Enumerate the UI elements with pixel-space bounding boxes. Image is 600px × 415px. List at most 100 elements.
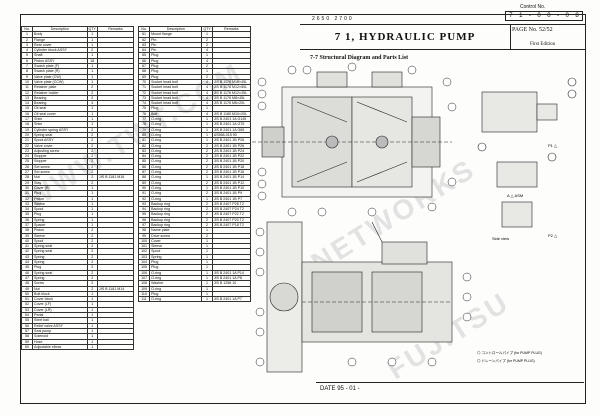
cell-qty: 2 bbox=[86, 179, 98, 186]
control-no-label: Control No. bbox=[520, 4, 546, 10]
cell-qty: 1 bbox=[201, 253, 213, 261]
cell-remarks: JIS B 1176 M16×45L bbox=[211, 78, 252, 86]
cell-qty: 1 bbox=[86, 68, 98, 75]
cell-qty: 2 bbox=[201, 200, 213, 208]
header-code: 2700 bbox=[334, 16, 354, 22]
cell-qty: 1 bbox=[86, 195, 98, 202]
table-header-row: No. Description QTY Remarks bbox=[20, 25, 135, 33]
cell-no: 84 bbox=[137, 153, 151, 160]
cell-qty: 2 bbox=[201, 206, 213, 213]
cell-qty: 2 bbox=[201, 41, 213, 49]
cell-no: 86 bbox=[137, 163, 151, 171]
cell-qty: 2 bbox=[201, 163, 213, 171]
cell-qty: 2 bbox=[201, 73, 213, 80]
cell-no: 71 bbox=[137, 84, 151, 91]
cell-qty: 2 bbox=[86, 158, 98, 165]
cell-remarks: JIS B 2407 P22 T2 bbox=[211, 211, 252, 218]
cell-qty: 1 bbox=[86, 121, 98, 128]
cell-qty: 1 bbox=[201, 248, 213, 255]
cell-no: 79 bbox=[137, 126, 151, 133]
callout-group-top bbox=[257, 62, 457, 217]
cell-qty: 1 bbox=[86, 211, 98, 218]
cell-description: O-ring bbox=[149, 296, 203, 303]
cell-no: 88 bbox=[137, 174, 151, 181]
cell-remarks: JIS B 2401 1B P22 bbox=[211, 153, 252, 160]
control-digit: 8 bbox=[575, 13, 579, 19]
cell-remarks: JIS B 2401 1B P24 bbox=[211, 147, 252, 155]
cell-remarks: JIS B 2401 1A P8 bbox=[211, 274, 252, 282]
cell-qty: 2 bbox=[201, 147, 213, 155]
cell-remarks: JIS B 2401 1A G75 bbox=[211, 121, 252, 128]
cell-qty: 1 bbox=[86, 216, 98, 224]
cell-qty: 1 bbox=[201, 31, 213, 38]
cell-qty: 2 bbox=[86, 147, 98, 155]
cell-qty: 2 bbox=[86, 274, 98, 282]
cell-qty: 4 bbox=[201, 57, 213, 65]
diagram-label: P2 △ bbox=[548, 233, 558, 238]
cell-qty: 2 bbox=[201, 36, 213, 43]
col-header-qty: QTY bbox=[86, 25, 98, 33]
cell-qty: 2 bbox=[201, 158, 213, 165]
col-header-no: No. bbox=[137, 25, 151, 33]
cell-no: 101 bbox=[137, 243, 151, 250]
cell-no: 94 bbox=[137, 206, 151, 213]
cell-qty: 2 bbox=[86, 227, 98, 234]
cell-remarks: JIS B 2407 P18 T2 bbox=[211, 221, 252, 229]
cell-remarks: JIS B 2401 1B P12 bbox=[211, 179, 252, 186]
cell-qty: 1 bbox=[201, 116, 213, 123]
cell-qty: 2 bbox=[86, 259, 98, 266]
diagram-label: A △ ASM bbox=[507, 193, 523, 198]
cell-qty: 2 bbox=[201, 216, 213, 224]
cell-qty: 1 bbox=[201, 290, 213, 298]
cell-qty: 2 bbox=[86, 163, 98, 171]
cell-qty: 1 bbox=[201, 121, 213, 128]
cell-remarks: JIS B 2401 1A P7 bbox=[211, 296, 252, 303]
cell-qty: 4 bbox=[201, 78, 213, 86]
cell-qty: 1 bbox=[86, 31, 98, 38]
header-divider bbox=[300, 24, 586, 25]
cell-qty: 1 bbox=[86, 296, 98, 303]
col-header-remarks: Remarks bbox=[211, 25, 252, 33]
cell-qty: 1 bbox=[86, 317, 98, 324]
cell-no: 104 bbox=[137, 259, 151, 266]
cell-remarks: JIS B 1176 M8×45L bbox=[211, 94, 252, 102]
cell-no: 95 bbox=[137, 211, 151, 218]
cell-remarks: JIS B 1256 10 bbox=[211, 280, 252, 287]
cell-no: 61 bbox=[137, 31, 151, 38]
cell-no: 70 bbox=[137, 78, 151, 86]
cell-qty: 1 bbox=[86, 41, 98, 49]
cell-qty: 2 bbox=[86, 264, 98, 271]
cell-no: 76 bbox=[137, 110, 151, 118]
cell-qty: 4 bbox=[86, 100, 98, 107]
cell-no: 103 bbox=[137, 253, 151, 261]
cell-qty: 1 bbox=[201, 237, 213, 245]
cell-no: 108 bbox=[137, 280, 151, 287]
cell-remarks: AS568-015 90 bbox=[211, 131, 252, 139]
date-field: DATE 95 - 01 - bbox=[320, 386, 360, 392]
cell-no: 100 bbox=[137, 237, 151, 245]
cell-no: 90 bbox=[137, 184, 151, 192]
cell-qty: 2 bbox=[86, 126, 98, 133]
cell-qty: 2 bbox=[201, 221, 213, 229]
cell-qty: 1 bbox=[201, 137, 213, 144]
cell-no: 68 bbox=[137, 68, 151, 75]
cell-qty: 1 bbox=[86, 73, 98, 80]
cell-remarks: JIS B 2407 P26 T2 bbox=[211, 200, 252, 208]
cell-remarks: JIS B 1181 M14 bbox=[96, 285, 135, 292]
cell-qty: 2 bbox=[201, 232, 213, 239]
cell-qty: 2 bbox=[86, 89, 98, 96]
cell-no: 85 bbox=[137, 158, 151, 165]
cell-qty: 1 bbox=[86, 290, 98, 298]
cell-remarks: JIS B 2401 1A G145 bbox=[211, 116, 252, 123]
cell-remarks: JIS B 1176 M12×50L bbox=[211, 84, 252, 91]
pump-assembly-top bbox=[252, 71, 452, 198]
cell-qty: 2 bbox=[86, 168, 98, 176]
